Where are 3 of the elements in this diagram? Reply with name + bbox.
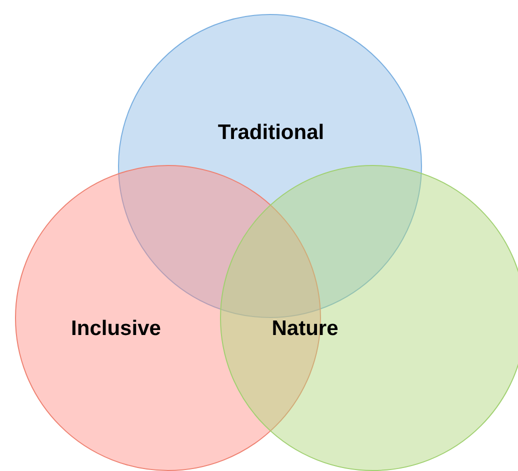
circle-label: Traditional bbox=[218, 121, 324, 145]
circle-label: Nature bbox=[272, 317, 338, 341]
circle-label: Inclusive bbox=[71, 317, 161, 341]
